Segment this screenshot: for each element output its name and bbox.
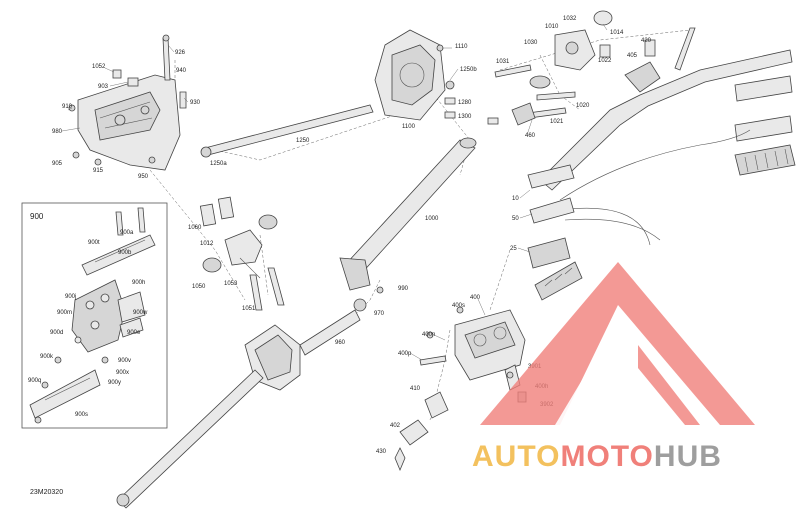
label-1050: 1050 — [192, 284, 206, 290]
label-1053: 1053 — [224, 281, 238, 287]
inset-900: 900 — [21, 202, 168, 429]
triangle-logo-icon — [480, 262, 755, 425]
handlebar — [527, 27, 796, 301]
triangle-inner-icon — [555, 325, 695, 425]
label-1012: 1012 — [200, 241, 214, 247]
label-1052: 1052 — [92, 64, 106, 70]
brand-moto: MOTO — [560, 440, 653, 473]
label-10: 10 — [512, 196, 519, 202]
brand-hub: HUB — [654, 440, 722, 473]
label-400s: 400s — [452, 303, 465, 309]
label-400: 400 — [470, 295, 481, 301]
inset-title: 900 — [30, 212, 44, 221]
label-420: 420 — [641, 38, 652, 44]
label-1280: 1280 — [458, 100, 472, 106]
clamp-1010 — [494, 10, 613, 126]
label-940: 940 — [176, 68, 187, 74]
label-1300: 1300 — [458, 114, 472, 120]
label-1032: 1032 — [563, 16, 577, 22]
label-1030: 1030 — [524, 40, 538, 46]
label-400n: 400n — [422, 332, 435, 338]
label-1100: 1100 — [402, 124, 416, 130]
label-900y: 900y — [108, 380, 121, 386]
label-903: 903 — [98, 84, 109, 90]
label-1031: 1031 — [496, 59, 510, 65]
label-1250b: 1250b — [460, 67, 477, 73]
label-900a: 900a — [120, 230, 134, 236]
label-900k: 900k — [40, 354, 54, 360]
label-1110: 1110 — [455, 44, 468, 50]
label-1060: 1060 — [188, 225, 202, 231]
label-900w: 900w — [133, 310, 148, 316]
steering-bracket — [68, 34, 187, 171]
label-900d: 900d — [50, 330, 63, 336]
label-900v: 900v — [118, 358, 131, 364]
brand-auto: AUTO — [472, 440, 560, 473]
label-1250: 1250 — [296, 138, 310, 144]
label-900h: 900h — [132, 280, 145, 286]
lower-column — [116, 286, 384, 509]
label-402: 402 — [390, 423, 401, 429]
label-930: 930 — [190, 100, 201, 106]
label-410: 410 — [410, 386, 421, 392]
label-950: 950 — [138, 174, 149, 180]
label-25: 25 — [510, 246, 517, 252]
label-1014: 1014 — [610, 30, 624, 36]
label-405: 405 — [627, 53, 638, 59]
shaft-1000 — [339, 117, 499, 291]
column-housing — [374, 29, 456, 121]
label-905: 905 — [52, 161, 63, 167]
label-1000: 1000 — [425, 216, 439, 222]
label-910: 910 — [62, 104, 73, 110]
label-1010: 1010 — [545, 24, 559, 30]
label-926: 926 — [175, 50, 186, 56]
label-460: 460 — [525, 133, 536, 139]
block-400 — [394, 306, 527, 472]
label-1250a: 1250a — [210, 161, 227, 167]
label-960: 960 — [335, 340, 346, 346]
label-900t: 900t — [88, 240, 100, 246]
label-1021: 1021 — [550, 119, 564, 125]
label-400p: 400p — [398, 351, 412, 357]
label-980: 980 — [52, 129, 63, 135]
label-990: 990 — [398, 286, 409, 292]
diagram-code: 23M20320 — [30, 489, 63, 496]
label-900s: 900s — [75, 412, 88, 418]
part-labels: 926 1052 940 903 930 910 980 905 915 950… — [28, 16, 652, 455]
label-1022: 1022 — [598, 58, 612, 64]
label-900q: 900q — [28, 378, 41, 384]
mountain-m-icon — [638, 345, 700, 425]
label-430: 430 — [376, 449, 387, 455]
label-900m: 900m — [57, 310, 72, 316]
label-50: 50 — [512, 216, 519, 222]
label-900b: 900b — [118, 250, 132, 256]
center-parts — [199, 196, 285, 311]
leader-lines — [61, 23, 608, 361]
label-1051: 1051 — [242, 306, 256, 312]
watermark-brand: AUTOMOTOHUB — [472, 440, 722, 473]
watermark-logo — [480, 262, 755, 425]
label-1020: 1020 — [576, 103, 590, 109]
label-970: 970 — [374, 311, 385, 317]
label-915: 915 — [93, 168, 104, 174]
label-900e: 900e — [127, 330, 141, 336]
label-900j: 900j — [65, 294, 76, 300]
shaft-1250 — [200, 104, 374, 158]
label-900x: 900x — [116, 370, 129, 376]
